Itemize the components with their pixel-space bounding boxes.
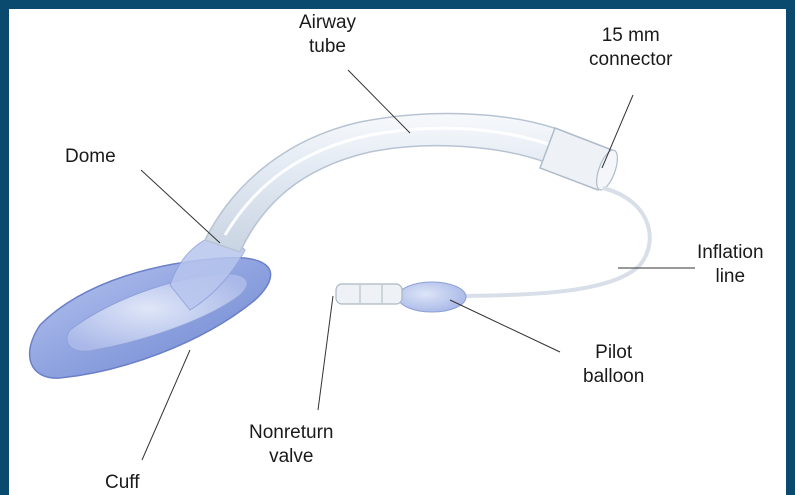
diagram-frame: Airway tube 15 mm connector Dome Inflati… (9, 9, 786, 495)
cuff-shape (30, 258, 271, 378)
cuff-leader-line (142, 350, 190, 460)
dome-leader-line (141, 170, 220, 243)
connector-label: 15 mm connector (589, 24, 672, 72)
nonreturn-valve-shape (336, 284, 402, 304)
pilot-balloon-label: Pilot balloon (583, 341, 644, 389)
pilot-balloon-leader-line (450, 300, 560, 352)
dome-label: Dome (65, 145, 116, 169)
pilot-balloon-shape (398, 282, 466, 312)
nonreturn-valve-leader-line (318, 296, 333, 410)
inflation-line-shape (462, 188, 650, 296)
airway-tube-label: Airway tube (299, 11, 356, 59)
airway-tube-shape (205, 114, 622, 252)
nonreturn-valve-label: Nonreturn valve (249, 421, 334, 469)
cuff-label: Cuff (105, 471, 140, 495)
inflation-line-label: Inflation line (697, 241, 764, 289)
laryngeal-mask-illustration (9, 9, 786, 495)
